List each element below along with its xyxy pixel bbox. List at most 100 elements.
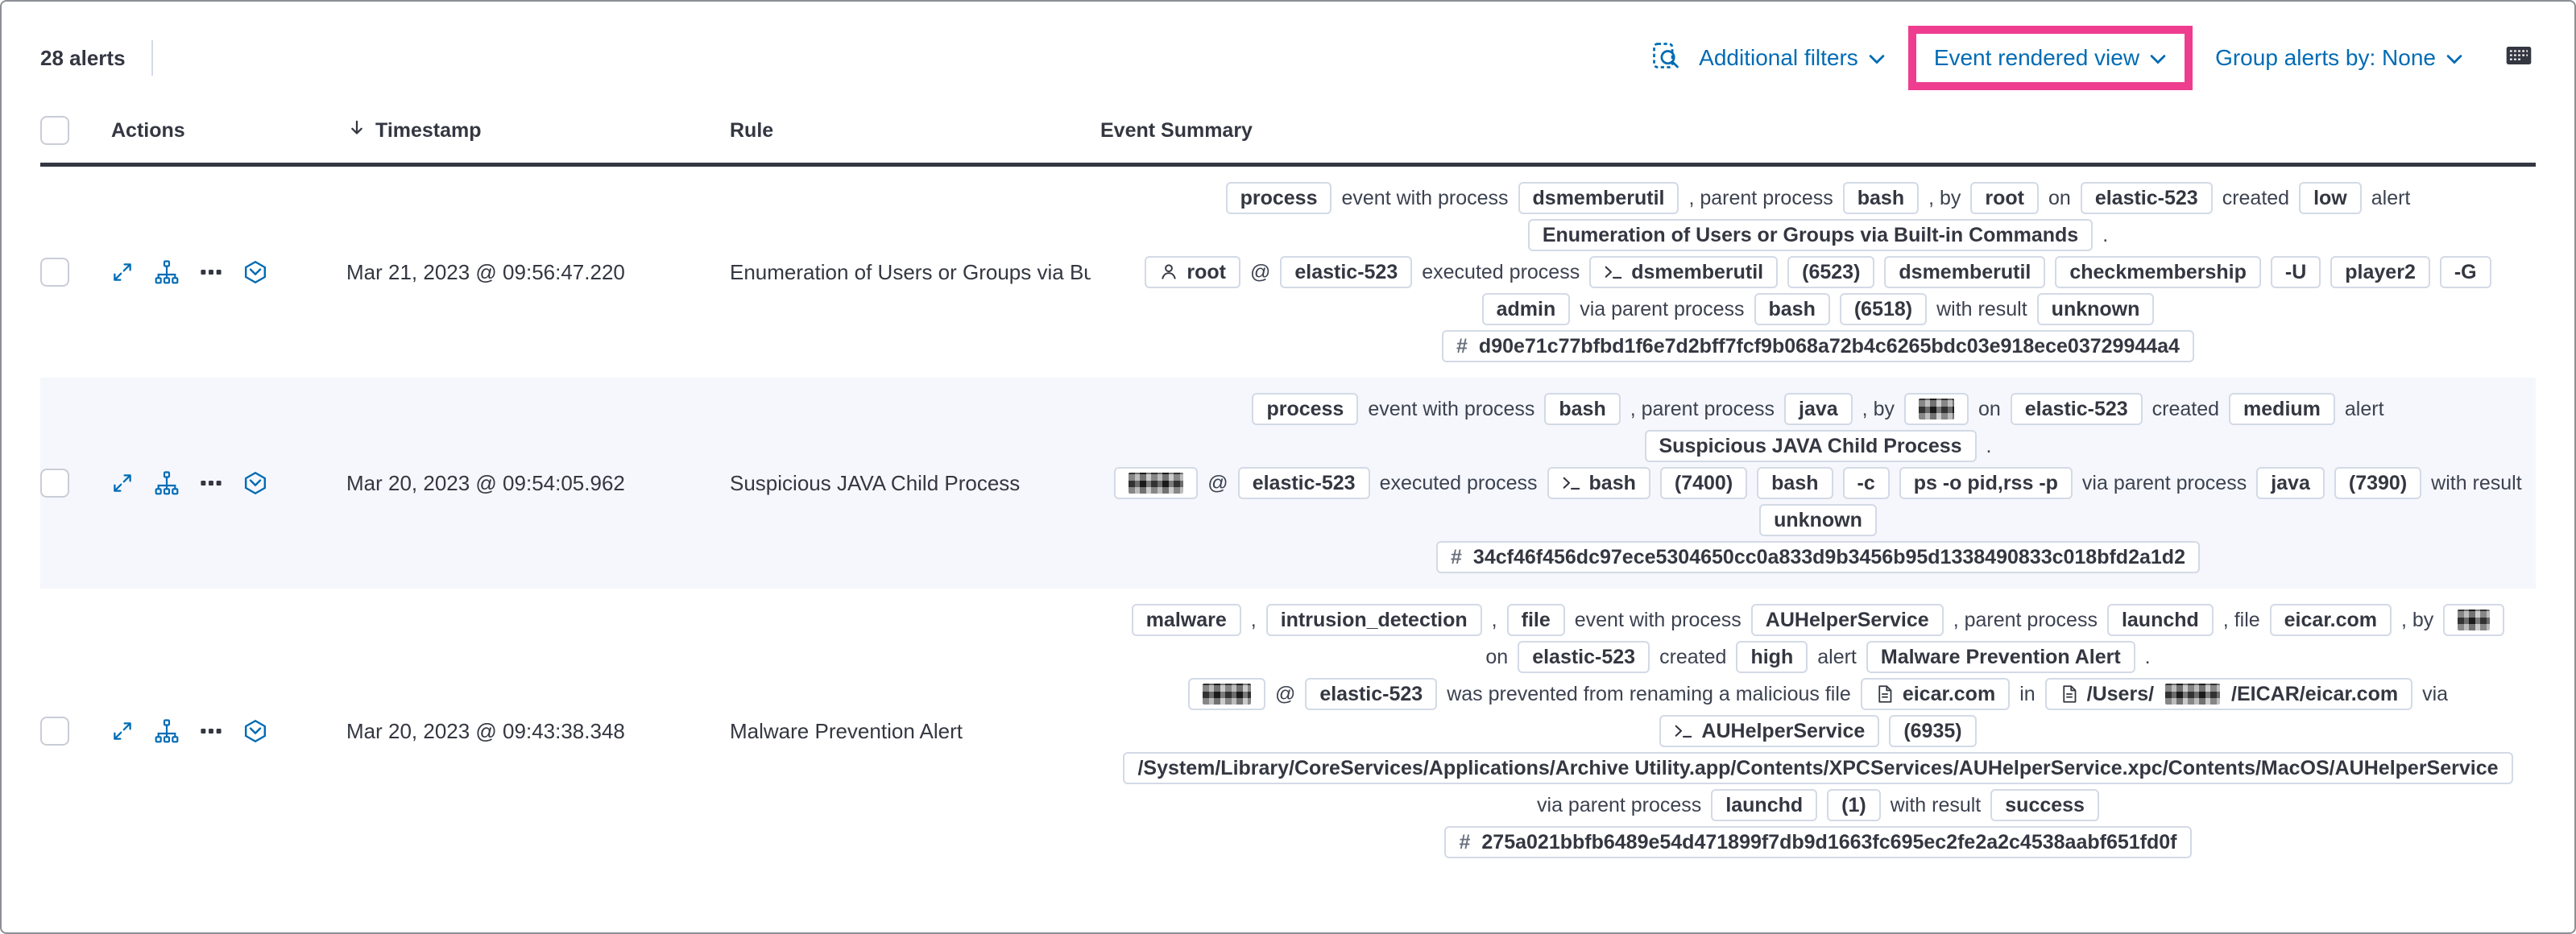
- event-category-badge[interactable]: file: [1506, 604, 1565, 636]
- process-badge[interactable]: bash: [1547, 467, 1650, 499]
- process-arg-badge[interactable]: dsmemberutil: [1884, 256, 2046, 288]
- process-pid-badge[interactable]: (6523): [1787, 256, 1875, 288]
- host-name-badge[interactable]: elastic-523: [1280, 256, 1413, 288]
- boxes-horizontal-icon: [200, 472, 222, 494]
- analyze-event-button[interactable]: [155, 719, 179, 743]
- additional-filters-button[interactable]: Additional filters: [1699, 45, 1886, 71]
- process-arg-badge[interactable]: admin: [1481, 293, 1571, 325]
- process-arg-badge[interactable]: -U: [2270, 256, 2321, 288]
- exit-code-badge[interactable]: unknown: [1759, 504, 1877, 536]
- host-name-badge[interactable]: elastic-523: [2010, 393, 2143, 425]
- expand-alert-button[interactable]: [111, 472, 134, 494]
- event-rendered-view-button[interactable]: Event rendered view: [1934, 45, 2167, 71]
- process-name-badge[interactable]: bash: [1544, 393, 1621, 425]
- host-name-badge[interactable]: elastic-523: [1305, 678, 1438, 710]
- more-actions-button[interactable]: [200, 261, 222, 283]
- host-name-badge[interactable]: elastic-523: [1237, 467, 1370, 499]
- terminal-icon: [1562, 473, 1581, 493]
- user-name-badge[interactable]: root: [1970, 182, 2039, 214]
- analyze-event-button[interactable]: [155, 260, 179, 284]
- file-name-badge[interactable]: eicar.com: [1860, 678, 2011, 710]
- summary-text: on: [2048, 186, 2071, 209]
- hash-badge[interactable]: #34cf46f456dc97ece5304650cc0a833d9b3456b…: [1436, 541, 2200, 573]
- column-header-actions: Actions: [111, 118, 185, 142]
- redacted-user-badge[interactable]: [1187, 678, 1265, 710]
- process-arg-badge[interactable]: ps -o pid,rss -p: [1899, 467, 2073, 499]
- parent-process-badge[interactable]: launchd: [2106, 604, 2214, 636]
- process-badge[interactable]: dsmemberutil: [1589, 256, 1779, 288]
- redacted-user-badge[interactable]: [1114, 467, 1199, 499]
- event-category-badge[interactable]: intrusion_detection: [1265, 604, 1482, 636]
- timeline-icon: [243, 719, 267, 743]
- process-arg-badge[interactable]: -c: [1842, 467, 1890, 499]
- parent-process-badge[interactable]: java: [2256, 467, 2325, 499]
- hash-badge[interactable]: #d90e71c77bfbd1f6e7d2bff7fcf9b068a72b4c6…: [1442, 330, 2194, 362]
- event-category-badge[interactable]: process: [1225, 182, 1332, 214]
- parent-pid-badge[interactable]: (7390): [2334, 467, 2422, 499]
- process-pid-badge[interactable]: (6935): [1889, 715, 1977, 747]
- exit-code-badge[interactable]: success: [1990, 789, 2099, 821]
- process-executable-badge[interactable]: /System/Library/CoreServices/Application…: [1123, 752, 2513, 784]
- event-category-badge[interactable]: process: [1252, 393, 1359, 425]
- parent-process-badge[interactable]: launchd: [1711, 789, 1818, 821]
- process-name-badge[interactable]: AUHelperService: [1750, 604, 1944, 636]
- rule-name-badge[interactable]: Suspicious JAVA Child Process: [1644, 430, 1977, 462]
- parent-process-badge[interactable]: bash: [1754, 293, 1830, 325]
- severity-badge[interactable]: medium: [2229, 393, 2335, 425]
- alert-rule: Malware Prevention Alert: [730, 718, 963, 743]
- analyze-event-button[interactable]: [155, 471, 179, 495]
- investigate-in-timeline-button[interactable]: [243, 260, 267, 284]
- process-arg-badge[interactable]: checkmembership: [2055, 256, 2261, 288]
- keyboard-shortcuts-button[interactable]: [2505, 42, 2533, 75]
- expand-alert-button[interactable]: [111, 720, 134, 742]
- summary-text: .: [2144, 645, 2151, 668]
- more-actions-button[interactable]: [200, 720, 222, 742]
- terminal-icon: [1674, 721, 1693, 741]
- row-checkbox[interactable]: [40, 717, 69, 746]
- rule-name-badge[interactable]: Malware Prevention Alert: [1866, 641, 2135, 673]
- exit-code-badge[interactable]: unknown: [2036, 293, 2155, 325]
- process-name-badge[interactable]: dsmemberutil: [1518, 182, 1679, 214]
- row-checkbox[interactable]: [40, 258, 69, 287]
- severity-badge[interactable]: high: [1736, 641, 1808, 673]
- boxes-horizontal-icon: [200, 720, 222, 742]
- investigate-in-timeline-button[interactable]: [243, 471, 267, 495]
- parent-pid-badge[interactable]: (1): [1827, 789, 1881, 821]
- parent-pid-badge[interactable]: (6518): [1839, 293, 1928, 325]
- rule-name-badge[interactable]: Enumeration of Users or Groups via Built…: [1527, 219, 2094, 251]
- summary-text: event with process: [1574, 608, 1741, 631]
- severity-badge[interactable]: low: [2299, 182, 2362, 214]
- parent-process-badge[interactable]: java: [1784, 393, 1853, 425]
- redacted-user-badge[interactable]: [2443, 604, 2505, 636]
- process-arg-badge[interactable]: bash: [1757, 467, 1833, 499]
- redacted-user-badge[interactable]: [1903, 393, 1969, 425]
- user-name-badge[interactable]: root: [1145, 256, 1240, 288]
- summary-text: , file: [2222, 608, 2260, 631]
- group-alerts-by-button[interactable]: Group alerts by: None: [2215, 45, 2463, 71]
- event-category-badge[interactable]: malware: [1131, 604, 1241, 636]
- process-arg-badge[interactable]: -G: [2439, 256, 2491, 288]
- file-path-badge[interactable]: /Users//EICAR/eicar.com: [2044, 678, 2413, 710]
- host-name-badge[interactable]: elastic-523: [2080, 182, 2213, 214]
- summary-text: alert: [2344, 397, 2384, 420]
- alert-rule: Enumeration of Users or Groups via Bui: [730, 259, 1091, 284]
- process-pid-badge[interactable]: (7400): [1659, 467, 1748, 499]
- column-header-timestamp[interactable]: Timestamp: [346, 118, 482, 144]
- row-checkbox[interactable]: [40, 469, 69, 498]
- summary-text: via: [2422, 682, 2449, 705]
- summary-text: event with process: [1341, 186, 1509, 209]
- summary-text: with result: [1890, 793, 1982, 816]
- investigate-in-timeline-button[interactable]: [243, 719, 267, 743]
- summary-text: executed process: [1379, 471, 1538, 494]
- parent-process-badge[interactable]: bash: [1842, 182, 1920, 214]
- expand-alert-button[interactable]: [111, 261, 134, 283]
- more-actions-button[interactable]: [200, 472, 222, 494]
- process-badge[interactable]: AUHelperService: [1659, 715, 1880, 747]
- host-name-badge[interactable]: elastic-523: [1518, 641, 1650, 673]
- file-name-badge[interactable]: eicar.com: [2269, 604, 2392, 636]
- process-arg-badge[interactable]: player2: [2330, 256, 2430, 288]
- select-all-checkbox[interactable]: [40, 116, 69, 145]
- inspect-button[interactable]: [1652, 42, 1679, 75]
- hash-badge[interactable]: #275a021bbfb6489e54d471899f7db9d1663fc69…: [1444, 826, 2192, 858]
